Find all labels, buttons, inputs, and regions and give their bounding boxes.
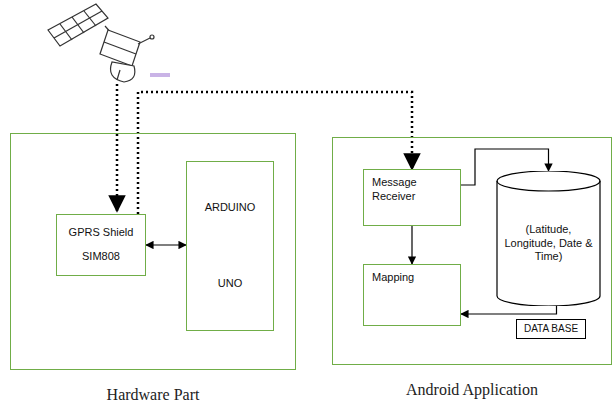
database-label-box: DATA BASE [516, 319, 586, 339]
antenna-tip [150, 35, 154, 39]
purple-smudge [150, 73, 170, 77]
connector-arrow [146, 244, 186, 245]
node-text: Mapping [372, 271, 414, 285]
android-region: Android ApplicationMessage ReceiverMappi… [332, 137, 612, 365]
dish-feed [117, 70, 120, 80]
message-receiver-box: Message Receiver [363, 169, 461, 226]
satellite-body [100, 30, 140, 66]
mapping-box: Mapping [363, 264, 461, 326]
region-title: Android Application [333, 381, 611, 399]
node-text: ARDUINO [205, 201, 256, 215]
region-title: Hardware Part [11, 386, 295, 404]
node-text: GPRS Shield [69, 226, 134, 240]
node-text: (Latitude, Longitude, Date & Time) [504, 223, 593, 264]
panel-grid [60, 24, 72, 40]
node-text: UNO [218, 277, 242, 291]
antenna [138, 38, 150, 44]
solar-panel [48, 4, 108, 46]
satellite [48, 4, 154, 82]
hardware-region: Hardware PartGPRS ShieldSIM808ARDUINOUNO [10, 133, 296, 370]
gprs-shield-box: GPRS ShieldSIM808 [56, 214, 146, 276]
node-text: Message Receiver [372, 176, 452, 204]
connector-arrow [461, 305, 557, 314]
arduino-box: ARDUINO UNO [186, 161, 274, 331]
connector-arrow [411, 226, 412, 264]
satellite-signal [116, 84, 119, 211]
node-text: SIM808 [82, 250, 120, 264]
cylinder-body [497, 171, 600, 306]
body-line [104, 42, 136, 54]
node-text: DATA BASE [524, 323, 578, 336]
panel-grid [54, 11, 102, 38]
cylinder-rim [497, 181, 600, 191]
database-cylinder: (Latitude, Longitude, Date & Time) [496, 171, 601, 306]
panel-grid [84, 11, 96, 26]
satellite-dish [111, 62, 135, 82]
